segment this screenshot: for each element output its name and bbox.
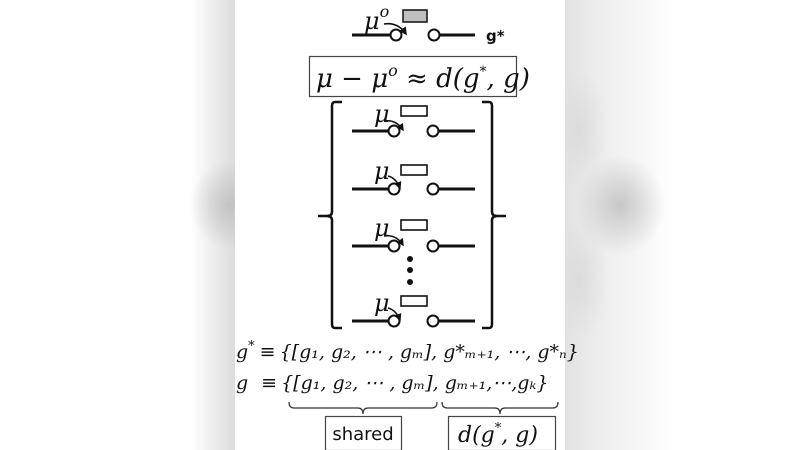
- right-contact-icon: [426, 239, 440, 253]
- switch-2: μ: [352, 157, 475, 196]
- vertical-ellipsis-icon: [407, 256, 413, 285]
- block-icon: [400, 105, 428, 117]
- mu-symbol: μ: [374, 289, 390, 317]
- left-contact-icon: [387, 239, 401, 253]
- right-contact-icon: [426, 124, 440, 138]
- distance-box: d(g*, g): [447, 415, 557, 450]
- shared-underbrace-icon: [288, 401, 438, 415]
- reference-switch: μo g*: [352, 2, 505, 45]
- switch-arrow-icon: [383, 234, 404, 247]
- relation-box-border: [308, 55, 518, 98]
- gray-block-icon: [402, 9, 428, 23]
- switch-set: μ μ μ: [318, 100, 506, 330]
- g-definition: g≡{[g₁, g₂, ⋯ , gₘ], gₘ₊₁,⋯,gₖ}: [236, 372, 548, 394]
- blurred-background-right: [565, 0, 800, 450]
- switch-1: μ: [352, 100, 475, 138]
- right-contact-icon: [427, 28, 441, 42]
- switch-arrow-icon: [387, 175, 402, 190]
- right-brace-icon: [482, 100, 506, 330]
- distance-label: d(g*, g): [458, 421, 538, 448]
- block-icon: [400, 219, 428, 231]
- switch-arrow-icon: [383, 119, 404, 132]
- blurred-background-left: [0, 0, 235, 450]
- mu-symbol: μ: [374, 214, 390, 242]
- block-icon: [400, 164, 428, 176]
- relation-box: μ − μo ≈ d(g*, g): [308, 55, 530, 98]
- mu-symbol: μ: [374, 100, 390, 128]
- right-contact-icon: [426, 314, 440, 328]
- relation-equation: μ − μo ≈ d(g*, g): [316, 61, 530, 94]
- shared-box-border: [324, 415, 403, 450]
- left-contact-icon: [387, 124, 401, 138]
- mu-o-symbol: μo: [364, 2, 389, 35]
- definitions: g*≡{[g₁, g₂, ⋯ , gₘ], g*ₘ₊₁, ⋯, g*ₙ} g≡{…: [236, 339, 579, 394]
- switch-arrow-icon: [387, 307, 402, 322]
- left-contact-icon: [389, 28, 403, 42]
- distance-box-border: [447, 415, 557, 450]
- block-icon: [400, 295, 428, 307]
- shared-label: shared: [332, 424, 393, 445]
- switch-arrow-icon: [383, 22, 407, 36]
- right-contact-icon: [426, 182, 440, 196]
- switch-3: μ: [352, 214, 475, 253]
- shared-box: shared: [324, 415, 403, 450]
- left-brace-icon: [318, 100, 342, 330]
- g-star-definition: g*≡{[g₁, g₂, ⋯ , gₘ], g*ₘ₊₁, ⋯, g*ₙ}: [236, 339, 579, 363]
- g-star-label: g*: [486, 27, 505, 45]
- mu-symbol: μ: [374, 157, 390, 185]
- switch-n: μ: [352, 289, 475, 328]
- distance-underbrace-icon: [441, 401, 559, 415]
